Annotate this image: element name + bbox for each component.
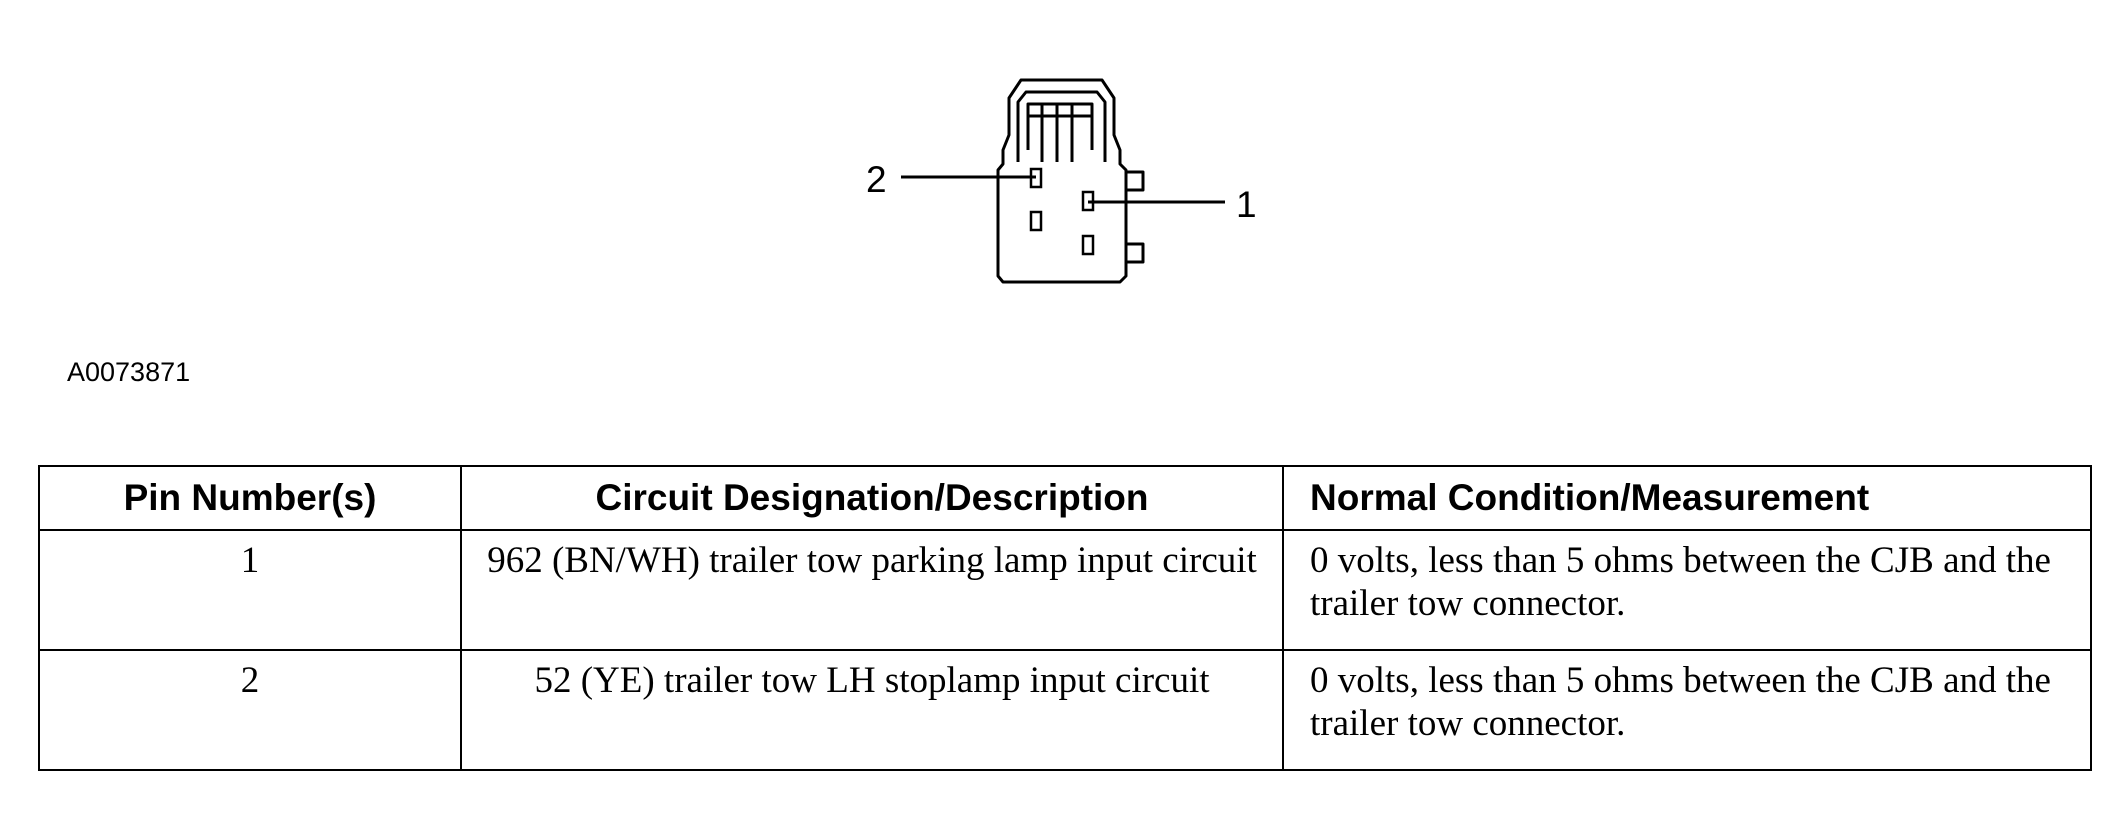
connector-tab-lower <box>1126 242 1145 264</box>
header-circuit: Circuit Designation/Description <box>460 465 1284 531</box>
condition-cell: 0 volts, less than 5 ohms between the CJ… <box>1282 529 2092 651</box>
pin-cavity-3 <box>1029 210 1043 232</box>
callout-number-1: 1 <box>1236 184 1257 225</box>
connector-tab-upper <box>1126 170 1145 192</box>
connector-latch-inner <box>1026 102 1094 150</box>
connector-body <box>996 78 1128 284</box>
table-row: 1 962 (BN/WH) trailer tow parking lamp i… <box>38 529 2092 651</box>
table-header-row: Pin Number(s) Circuit Designation/Descri… <box>38 465 2092 531</box>
header-condition: Normal Condition/Measurement <box>1282 465 2092 531</box>
callout-number-2: 2 <box>866 159 887 200</box>
table-row: 2 52 (YE) trailer tow LH stoplamp input … <box>38 649 2092 771</box>
condition-cell: 0 volts, less than 5 ohms between the CJ… <box>1282 649 2092 771</box>
circuit-cell: 52 (YE) trailer tow LH stoplamp input ci… <box>460 649 1284 771</box>
figure-id-label: A0073871 <box>67 357 191 387</box>
pin-table: Pin Number(s) Circuit Designation/Descri… <box>38 465 2092 771</box>
pin-number-cell: 2 <box>38 649 462 771</box>
circuit-cell: 962 (BN/WH) trailer tow parking lamp inp… <box>460 529 1284 651</box>
pin-number-cell: 1 <box>38 529 462 651</box>
pin-cavity-4 <box>1081 234 1095 256</box>
header-pin-number: Pin Number(s) <box>38 465 462 531</box>
connector-latch <box>1016 90 1107 150</box>
